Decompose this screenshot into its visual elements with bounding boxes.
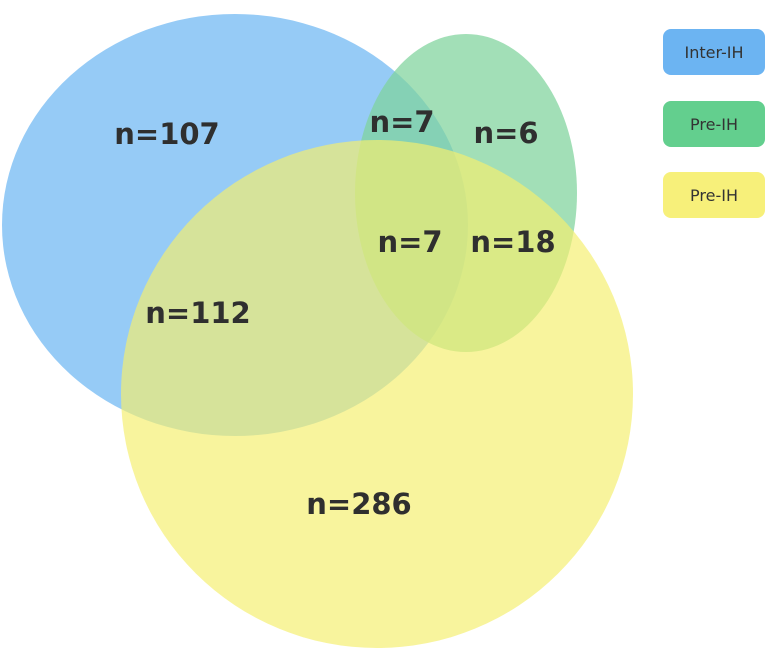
region-label-inter-ih-pre-ih: n=7 xyxy=(369,105,434,139)
region-label-inter-ih-yellow: n=112 xyxy=(145,296,250,330)
region-label-inter-ih-only: n=107 xyxy=(114,117,219,151)
region-label-pre-ih-green-yellow: n=18 xyxy=(470,225,555,259)
legend-label: Pre-IH xyxy=(690,114,738,134)
legend-item-pre-ih-green: Pre-IH xyxy=(663,101,765,147)
legend-label: Pre-IH xyxy=(690,185,738,205)
legend-item-pre-ih-yellow: Pre-IH xyxy=(663,172,765,218)
region-label-yellow-only: n=286 xyxy=(306,487,411,521)
region-label-all-three: n=7 xyxy=(377,225,442,259)
set-ellipse-pre-ih-yellow xyxy=(121,140,633,648)
legend-label: Inter-IH xyxy=(684,42,744,62)
legend-item-inter-ih: Inter-IH xyxy=(663,29,765,75)
region-label-pre-ih-green-only: n=6 xyxy=(473,116,538,150)
